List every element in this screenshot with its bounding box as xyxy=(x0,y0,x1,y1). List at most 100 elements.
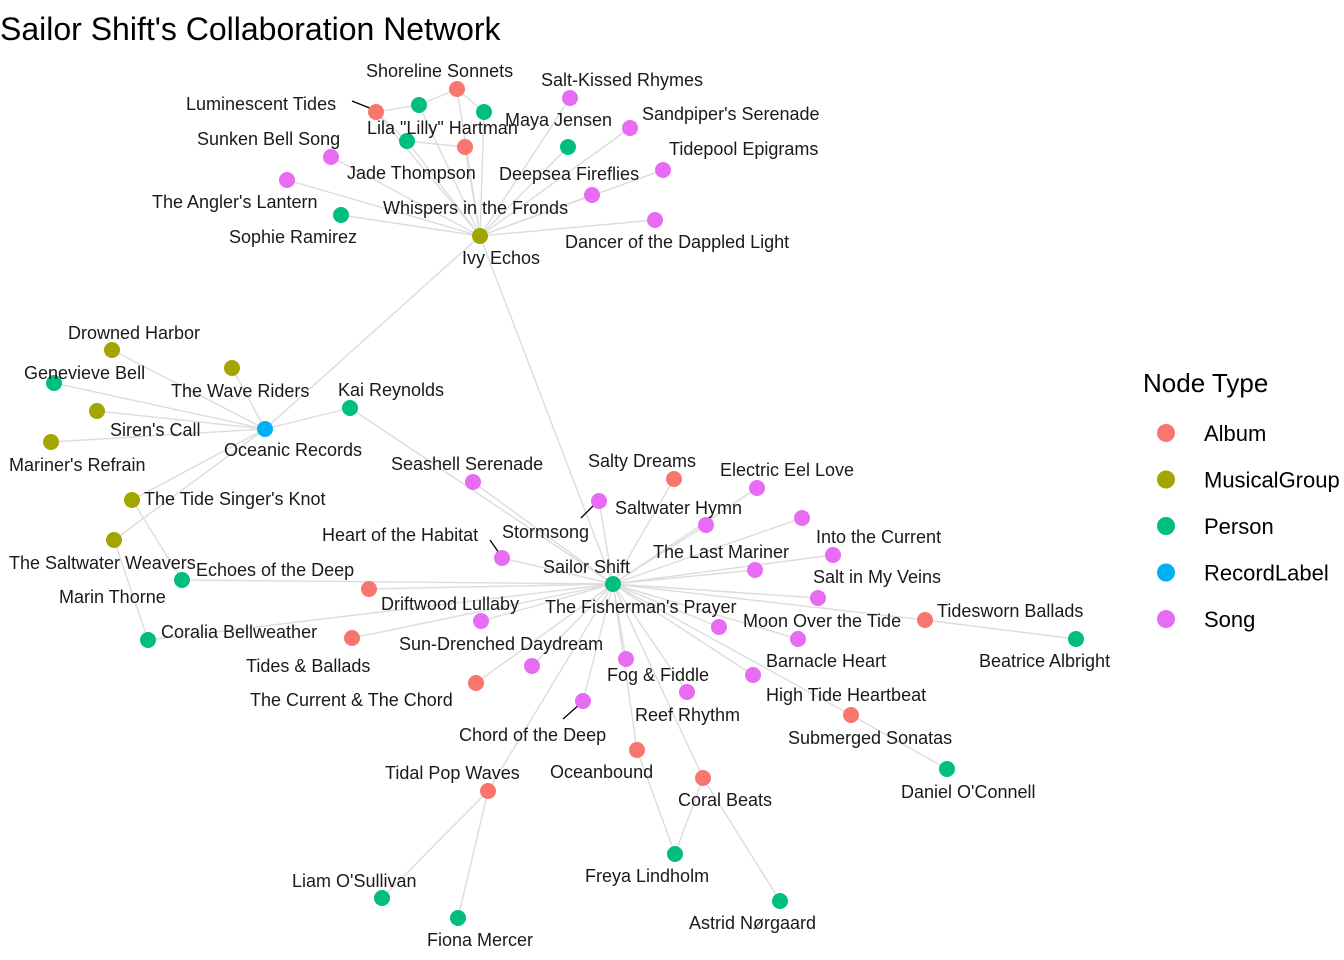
node-submerged-sonatas[interactable] xyxy=(843,707,859,723)
node-kai-reynolds[interactable] xyxy=(342,400,358,416)
node-label-luminescent-tides: Luminescent Tides xyxy=(186,94,336,114)
edge-sailor-shift--reef-rhythm xyxy=(612,583,688,693)
edge-oceanic-records--mariner-s-refrain xyxy=(50,428,266,443)
node-salt-kissed-rhymes[interactable] xyxy=(562,90,578,106)
node-coralia-bellweather[interactable] xyxy=(140,632,156,648)
node-ivy-echos-member-b[interactable] xyxy=(476,104,492,120)
edge-oceanic-records--the-saltwater-weavers xyxy=(113,428,266,541)
edge-coral-beats--astrid-n-rgaard xyxy=(702,777,781,902)
node-into-the-current[interactable] xyxy=(825,547,841,563)
edge-ivy-echos--sandpiper-s-serenade xyxy=(479,127,631,237)
node-label-maya-jensen: Maya Jensen xyxy=(505,110,612,130)
node-the-angler-s-lantern[interactable] xyxy=(279,172,295,188)
node-label-sun-drenched-daydream: Sun-Drenched Daydream xyxy=(399,634,603,654)
node-ivy-echos-member-a[interactable] xyxy=(411,97,427,113)
edge-ivy-echos--dancer-of-the-dappled-light xyxy=(479,219,656,237)
node-the-current-the-chord[interactable] xyxy=(468,675,484,691)
node-liam-o-sullivan[interactable] xyxy=(374,890,390,906)
node-daniel-o-connell[interactable] xyxy=(939,761,955,777)
node-heart-of-the-habitat[interactable] xyxy=(494,550,510,566)
node-astrid-n-rgaard[interactable] xyxy=(772,893,788,909)
node-genevieve-bell[interactable] xyxy=(46,375,62,391)
node-tidal-pop-waves[interactable] xyxy=(480,783,496,799)
node-the-tide-singer-s-knot[interactable] xyxy=(124,492,140,508)
node-ivy-echos[interactable] xyxy=(472,228,488,244)
node-tidepool-epigrams[interactable] xyxy=(655,162,671,178)
edge-submerged-sonatas--daniel-o-connell xyxy=(850,714,948,770)
node-label-chord-of-the-deep: Chord of the Deep xyxy=(459,725,606,745)
edge-sailor-shift--into-the-current xyxy=(612,554,834,585)
node-sun-drenched-daydream[interactable] xyxy=(524,658,540,674)
node-sunken-bell-song[interactable] xyxy=(323,149,339,165)
node-lila-lilly-hartman[interactable] xyxy=(399,133,415,149)
node-label-the-tide-singer-s-knot: The Tide Singer's Knot xyxy=(144,489,326,509)
node-label-coral-beats: Coral Beats xyxy=(678,790,772,810)
node-label-freya-lindholm: Freya Lindholm xyxy=(585,866,709,886)
node-electric-eel-love[interactable] xyxy=(749,480,765,496)
node-sophie-ramirez[interactable] xyxy=(333,207,349,223)
node-dancer-of-the-dappled-light[interactable] xyxy=(647,212,663,228)
node-marin-thorne[interactable] xyxy=(174,572,190,588)
node-sailor-shift[interactable] xyxy=(605,576,621,592)
node-reef-rhythm[interactable] xyxy=(679,684,695,700)
node-label-coralia-bellweather: Coralia Bellweather xyxy=(161,622,317,642)
node-label-the-angler-s-lantern: The Angler's Lantern xyxy=(152,192,318,212)
node-label-sandpiper-s-serenade: Sandpiper's Serenade xyxy=(642,104,820,124)
node-freya-lindholm[interactable] xyxy=(667,846,683,862)
node-the-saltwater-weavers[interactable] xyxy=(106,532,122,548)
node-wave-riders-group[interactable] xyxy=(224,360,240,376)
node-maya-jensen[interactable] xyxy=(560,139,576,155)
edge-ivy-echos--the-angler-s-lantern xyxy=(286,179,481,237)
node-drowned-harbor[interactable] xyxy=(104,342,120,358)
edge-ivy-echos--ivy-echos-album xyxy=(464,146,481,237)
node-moon-over-the-tide[interactable] xyxy=(711,619,727,635)
node-salt-in-my-veins[interactable] xyxy=(810,590,826,606)
node-label-tidal-pop-waves: Tidal Pop Waves xyxy=(385,763,520,783)
edge-oceanic-records--kai-reynolds xyxy=(264,407,351,430)
node-extra-song-a[interactable] xyxy=(794,510,810,526)
node-beatrice-albright[interactable] xyxy=(1068,631,1084,647)
node-driftwood-lullaby[interactable] xyxy=(473,613,489,629)
node-luminescent-tides[interactable] xyxy=(368,104,384,120)
node-barnacle-heart[interactable] xyxy=(790,631,806,647)
node-label-the-saltwater-weavers: The Saltwater Weavers xyxy=(9,553,196,573)
node-siren-s-call[interactable] xyxy=(89,403,105,419)
node-tidesworn-ballads[interactable] xyxy=(917,612,933,628)
node-stormsong[interactable] xyxy=(591,493,607,509)
node-fog-fiddle[interactable] xyxy=(618,651,634,667)
node-label-astrid-n-rgaard: Astrid Nørgaard xyxy=(689,913,816,933)
node-sandpiper-s-serenade[interactable] xyxy=(622,120,638,136)
node-high-tide-heartbeat[interactable] xyxy=(745,667,761,683)
node-echoes-of-the-deep[interactable] xyxy=(361,581,377,597)
node-label-seashell-serenade: Seashell Serenade xyxy=(391,454,543,474)
node-seashell-serenade[interactable] xyxy=(465,474,481,490)
node-oceanbound[interactable] xyxy=(629,742,645,758)
node-fiona-mercer[interactable] xyxy=(450,910,466,926)
node-ivy-echos-album[interactable] xyxy=(457,139,473,155)
edge-sailor-shift--high-tide-heartbeat xyxy=(612,583,754,676)
node-shoreline-sonnets[interactable] xyxy=(449,81,465,97)
node-label-salt-in-my-veins: Salt in My Veins xyxy=(813,567,941,587)
node-the-last-mariner[interactable] xyxy=(747,562,763,578)
node-deepsea-fireflies[interactable] xyxy=(584,187,600,203)
node-chord-of-the-deep[interactable] xyxy=(575,693,591,709)
edge-oceanbound--freya-lindholm xyxy=(636,749,676,855)
node-label-stormsong: Stormsong xyxy=(502,522,589,542)
legend-key-person xyxy=(1157,517,1175,535)
node-mariner-s-refrain[interactable] xyxy=(43,434,59,450)
node-label-deepsea-fireflies: Deepsea Fireflies xyxy=(499,164,639,184)
node-coral-beats[interactable] xyxy=(695,770,711,786)
node-salty-dreams[interactable] xyxy=(666,471,682,487)
edge-sailor-shift--salty-dreams xyxy=(612,478,675,585)
node-label-echoes-of-the-deep: Echoes of the Deep xyxy=(196,560,354,580)
node-tides-ballads[interactable] xyxy=(344,630,360,646)
node-saltwater-hymn[interactable] xyxy=(698,517,714,533)
edge-tidal-pop-waves--liam-o-sullivan xyxy=(381,790,489,899)
legend-label-recordlabel: RecordLabel xyxy=(1204,561,1329,586)
node-oceanic-records[interactable] xyxy=(257,421,273,437)
edge-sailor-shift--extra-song-a xyxy=(612,517,803,585)
edge-sailor-shift--the-last-mariner xyxy=(612,569,756,585)
edge-tidesworn-ballads--beatrice-albright xyxy=(924,619,1077,640)
node-label-submerged-sonatas: Submerged Sonatas xyxy=(788,728,952,748)
